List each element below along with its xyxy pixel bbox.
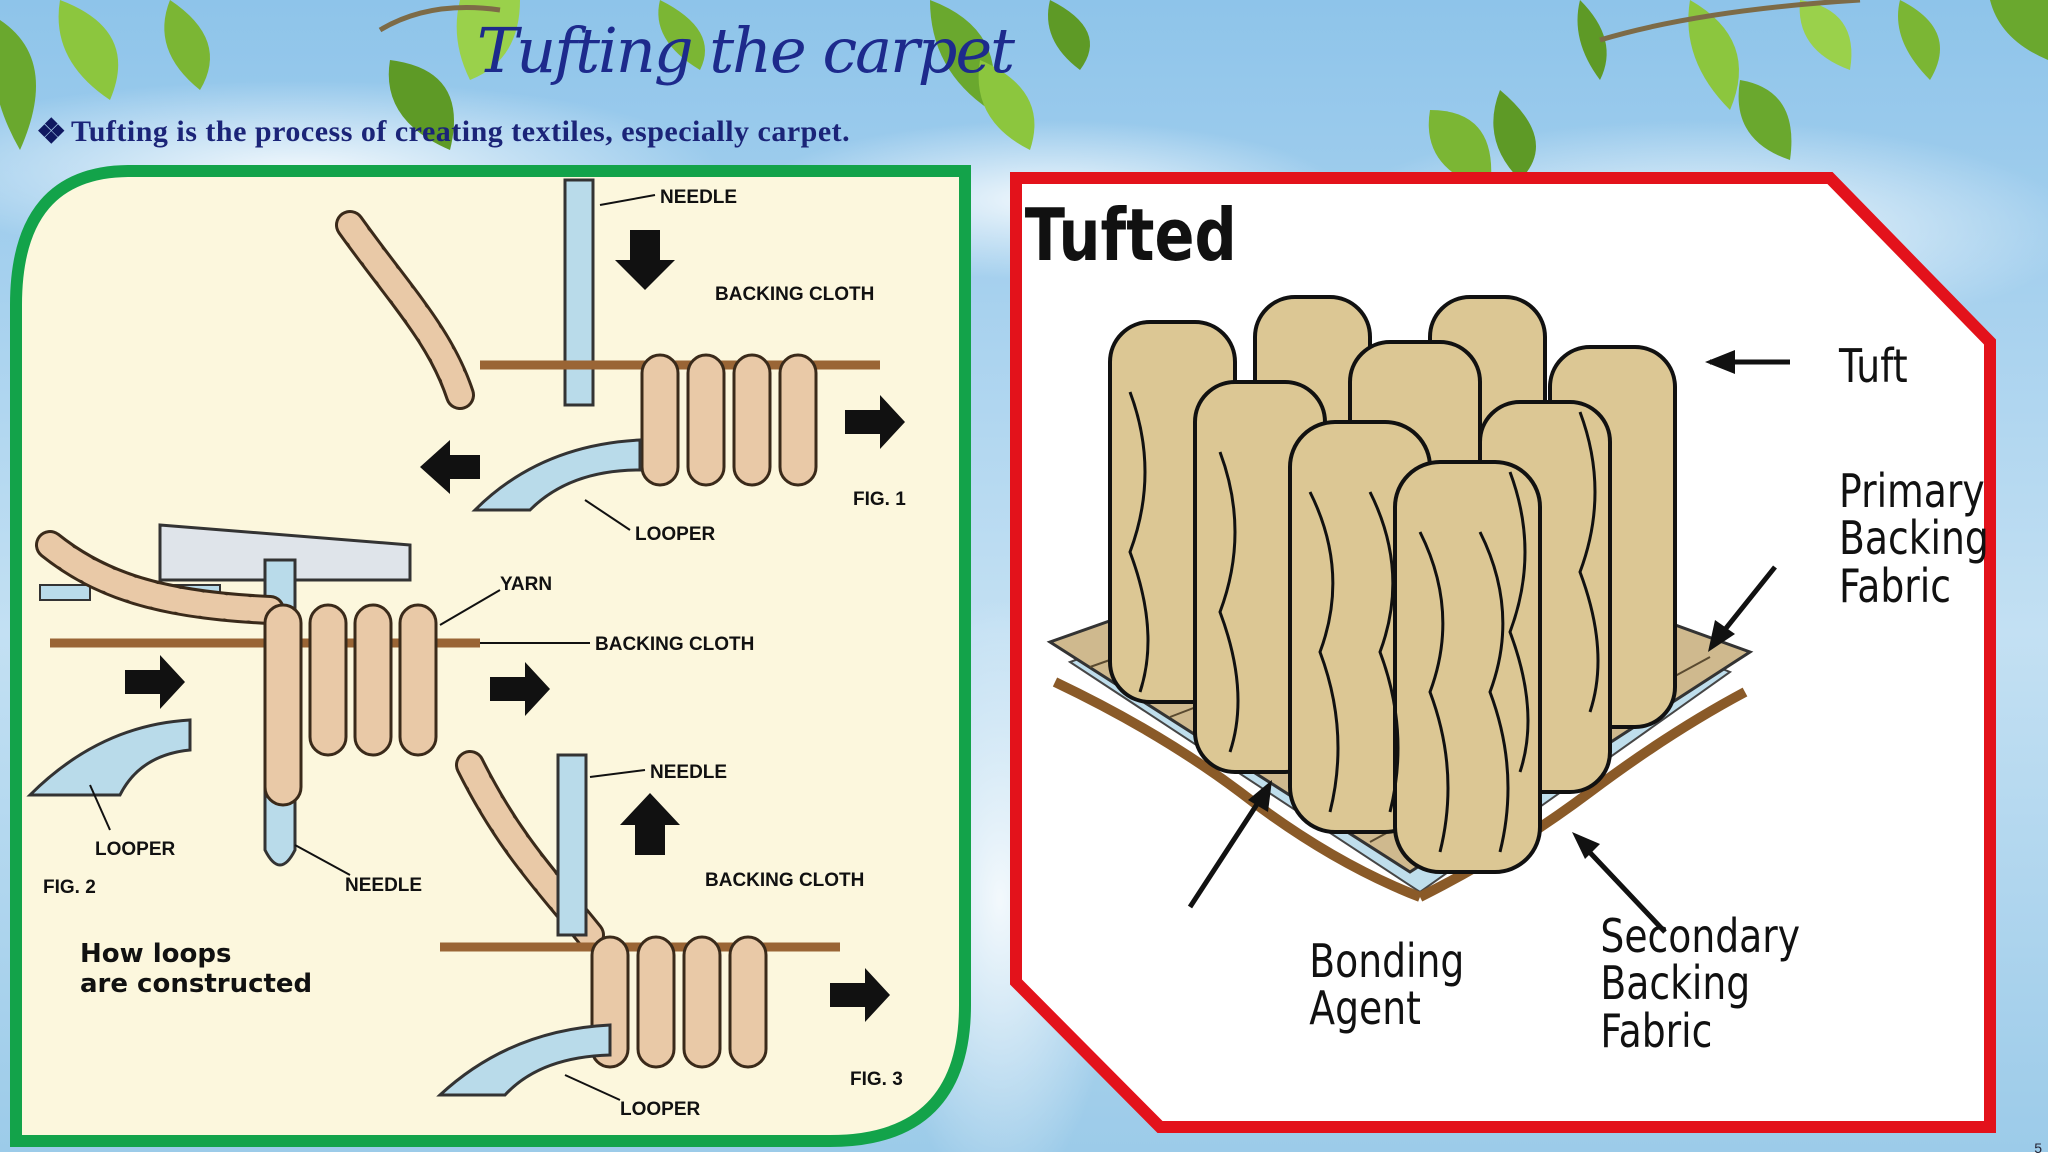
slide-number: 5 xyxy=(2034,1140,2042,1156)
fig3-group: NEEDLE BACKING CLOTH LOOPER FIG. 3 xyxy=(436,750,903,1120)
fig2-needle-label: NEEDLE xyxy=(345,875,422,896)
fig1-needle-shape xyxy=(563,178,595,407)
four-diamonds-icon: ❖ xyxy=(36,114,67,151)
annotation-arrows xyxy=(1187,350,1790,934)
fig1-backing-label: BACKING CLOTH xyxy=(715,284,874,305)
bonding-label-2: Agent xyxy=(1309,981,1421,1035)
tufted-carpet-diagram: Tufted xyxy=(1010,172,1996,1133)
fig1-needle-label: NEEDLE xyxy=(660,187,737,208)
fig2-group: YARN BACKING CLOTH LOOPER FIG. 2 NEEDLE xyxy=(26,523,754,898)
secondary-label-3: Fabric xyxy=(1600,1004,1712,1058)
fig3-looper-shape xyxy=(436,1023,612,1097)
tuft-label: Tuft xyxy=(1838,339,1907,393)
slide-title: Tufting the carpet xyxy=(476,14,1015,87)
loop-construction-diagram: NEEDLE BACKING CLOTH LOOPER FIG. 1 YARN … xyxy=(10,165,971,1147)
arrow-up-icon xyxy=(620,793,680,855)
fig3-needle-label: NEEDLE xyxy=(650,762,727,783)
fig3-looper-label: LOOPER xyxy=(620,1099,701,1120)
bullet-point: ❖ Tufting is the process of creating tex… xyxy=(36,112,850,152)
arrow-right-icon xyxy=(490,662,550,716)
fig2-yarn-label: YARN xyxy=(500,574,552,595)
arrow-left-icon xyxy=(420,440,480,494)
leaves-decoration xyxy=(0,0,2048,190)
primary-label-2: Backing xyxy=(1839,511,1989,565)
primary-label-3: Fabric xyxy=(1839,559,1951,613)
secondary-labels: Secondary Backing Fabric xyxy=(1600,909,1800,1058)
fig2-caption: FIG. 2 xyxy=(43,877,96,898)
fig2-backing-label: BACKING CLOTH xyxy=(595,634,754,655)
tufted-heading: Tufted xyxy=(1025,193,1237,277)
primary-label-1: Primary xyxy=(1839,464,1985,518)
arrow-right-icon xyxy=(125,655,185,709)
fig1-looper-shape xyxy=(471,438,642,512)
fig1-looper-label: LOOPER xyxy=(635,524,716,545)
fig1-group: NEEDLE BACKING CLOTH LOOPER FIG. 1 xyxy=(335,178,906,545)
fig1-caption: FIG. 1 xyxy=(853,489,906,510)
fig3-caption: FIG. 3 xyxy=(850,1069,903,1090)
secondary-label-1b: Secondary xyxy=(1600,909,1800,963)
fig3-needle-shape xyxy=(556,753,588,937)
fig2-looper-label: LOOPER xyxy=(95,839,176,860)
secondary-label-2: Backing xyxy=(1600,956,1750,1010)
bullet-text: Tufting is the process of creating texti… xyxy=(70,115,851,148)
right-labels: Tuft Primary Backing Fabric Bonding Agen… xyxy=(1309,339,1989,1035)
arrow-right-icon xyxy=(830,968,890,1022)
note-line-2: are constructed xyxy=(80,969,312,999)
bonding-label-1: Bonding xyxy=(1309,934,1464,988)
note-line-1: How loops xyxy=(80,939,231,969)
fig3-backing-label: BACKING CLOTH xyxy=(705,870,864,891)
arrow-down-icon xyxy=(615,230,675,290)
tuft-bundles xyxy=(1108,295,1677,874)
arrow-right-icon xyxy=(845,395,905,449)
fig2-looper-shape xyxy=(26,718,192,797)
